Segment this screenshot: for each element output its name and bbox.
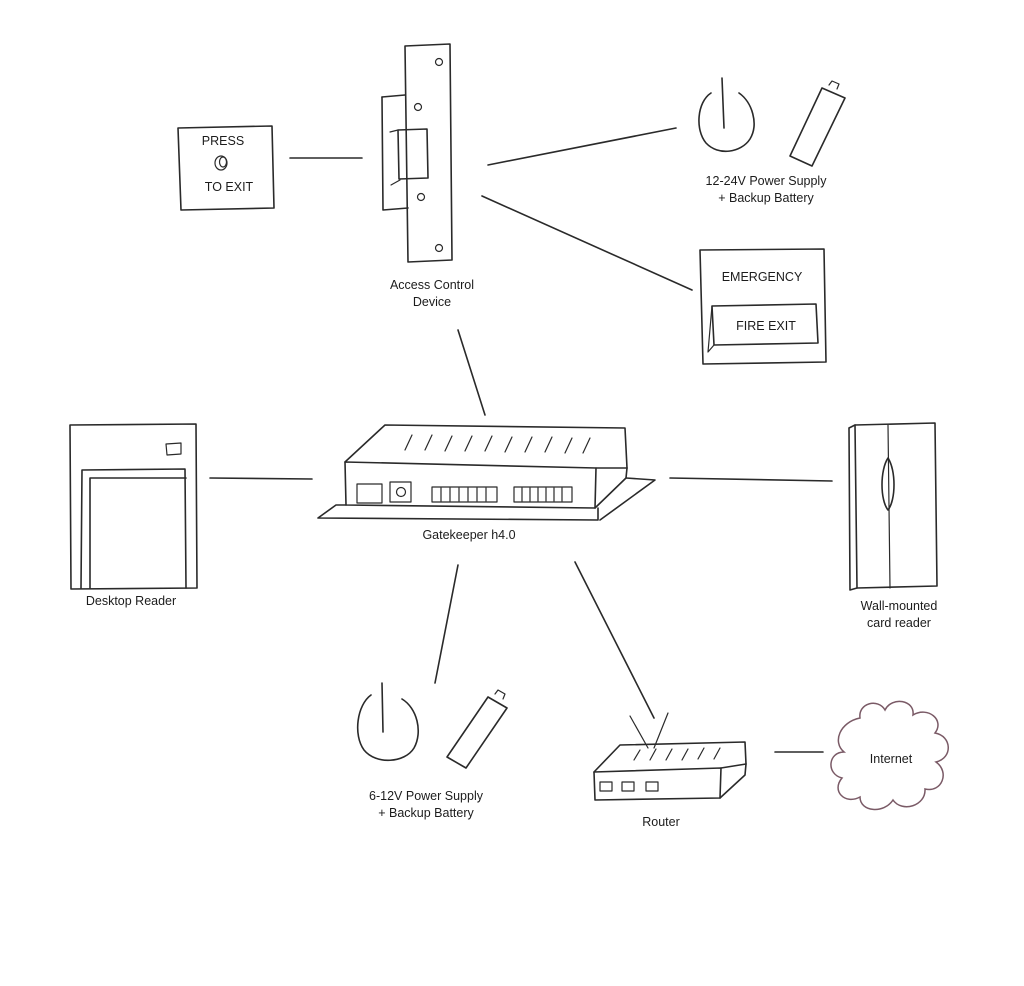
power-supply-bottom-label-line1: 6-12V Power Supply — [369, 789, 483, 803]
edge-gatekeeper-to-wall — [669, 477, 833, 482]
access-control-label-line2: Device — [412, 295, 452, 309]
wall-reader-label-line2: card reader — [867, 616, 931, 630]
power-button-icon — [356, 694, 419, 762]
access-control-label: Access Control Device — [390, 277, 474, 311]
door-strike-icon — [381, 43, 453, 263]
router-icon — [593, 712, 747, 801]
emergency-exit-icon — [699, 248, 827, 365]
edge-gatekeeper-to-router — [574, 561, 655, 719]
battery-icon — [446, 696, 508, 769]
connectors — [209, 127, 833, 753]
power-button-icon — [698, 92, 755, 152]
power-battery-bottom — [356, 682, 508, 769]
exit-button-line1: PRESS — [201, 134, 245, 148]
edge-access-to-gatekeeper — [457, 329, 486, 416]
cloud-icon — [830, 700, 949, 811]
emergency-line2: FIRE EXIT — [736, 319, 796, 333]
battery-icon — [789, 87, 846, 167]
edge-access-to-power-top — [487, 127, 677, 166]
router-label: Router — [642, 815, 680, 829]
desktop-reader-icon — [69, 423, 198, 590]
power-supply-top-label-line2: + Backup Battery — [718, 191, 814, 205]
power-battery-top — [698, 77, 846, 167]
wall-reader-icon — [848, 422, 938, 591]
emergency-line1: EMERGENCY — [721, 270, 803, 284]
power-supply-top-label-line1: 12-24V Power Supply — [705, 174, 827, 188]
power-supply-bottom-label: 6-12V Power Supply + Backup Battery — [369, 788, 483, 822]
edge-desktop-to-gatekeeper — [209, 477, 313, 480]
wall-reader-label: Wall-mounted card reader — [861, 598, 938, 632]
edge-gatekeeper-to-power-bottom — [434, 564, 459, 684]
power-supply-top-label: 12-24V Power Supply + Backup Battery — [706, 173, 827, 207]
edge-access-to-emergency — [481, 195, 693, 291]
exit-button-box — [177, 125, 275, 211]
gatekeeper-label: Gatekeeper h4.0 — [422, 528, 516, 542]
desktop-reader-label: Desktop Reader — [85, 594, 177, 608]
internet-label: Internet — [869, 752, 913, 766]
access-control-label-line1: Access Control — [389, 278, 475, 292]
power-supply-bottom-label-line2: + Backup Battery — [378, 806, 474, 820]
controller-box-icon — [317, 424, 656, 521]
exit-button-line2: TO EXIT — [204, 180, 254, 194]
wall-reader-label-line1: Wall-mounted — [860, 599, 938, 613]
